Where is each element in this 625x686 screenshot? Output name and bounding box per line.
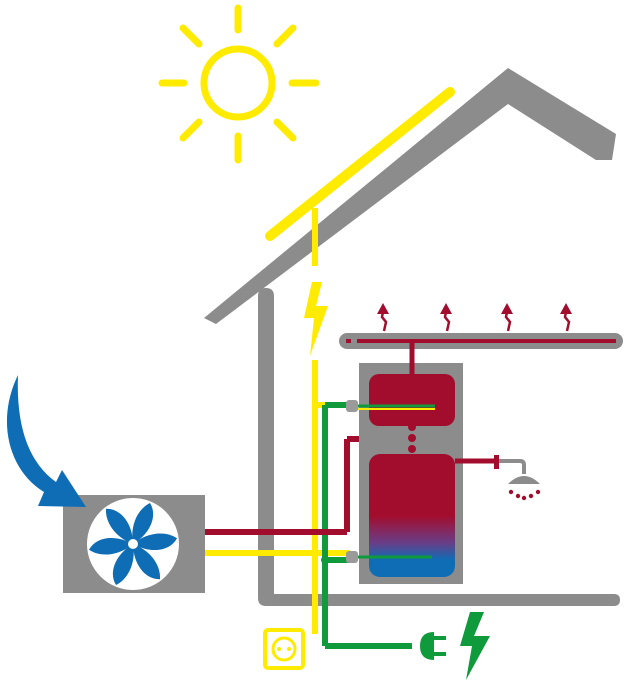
lightning-icon <box>304 282 328 356</box>
power-plug-icon <box>412 632 446 660</box>
buffer-tank <box>369 374 455 426</box>
heat-rise-arrow <box>377 303 389 332</box>
grid-line <box>322 402 412 649</box>
hot-water-tank <box>369 454 455 577</box>
junction-dot <box>311 549 329 564</box>
fan-icon <box>87 498 179 590</box>
solar-panel <box>265 87 455 241</box>
tank-connector <box>408 423 416 453</box>
sun-icon <box>158 4 320 164</box>
ambient-air-arrow <box>6 375 86 507</box>
heat-rise-arrow <box>560 303 572 332</box>
heat-rise-arrow <box>501 303 513 332</box>
grid-lightning-icon <box>460 612 490 680</box>
pipe-connector <box>346 400 358 563</box>
heat-rise-arrow <box>440 303 452 332</box>
heat-rise-arrows <box>377 303 572 332</box>
power-socket-icon <box>263 628 305 670</box>
shower-icon <box>494 455 541 501</box>
heating-manifold <box>339 333 623 374</box>
house-roof <box>204 68 616 324</box>
